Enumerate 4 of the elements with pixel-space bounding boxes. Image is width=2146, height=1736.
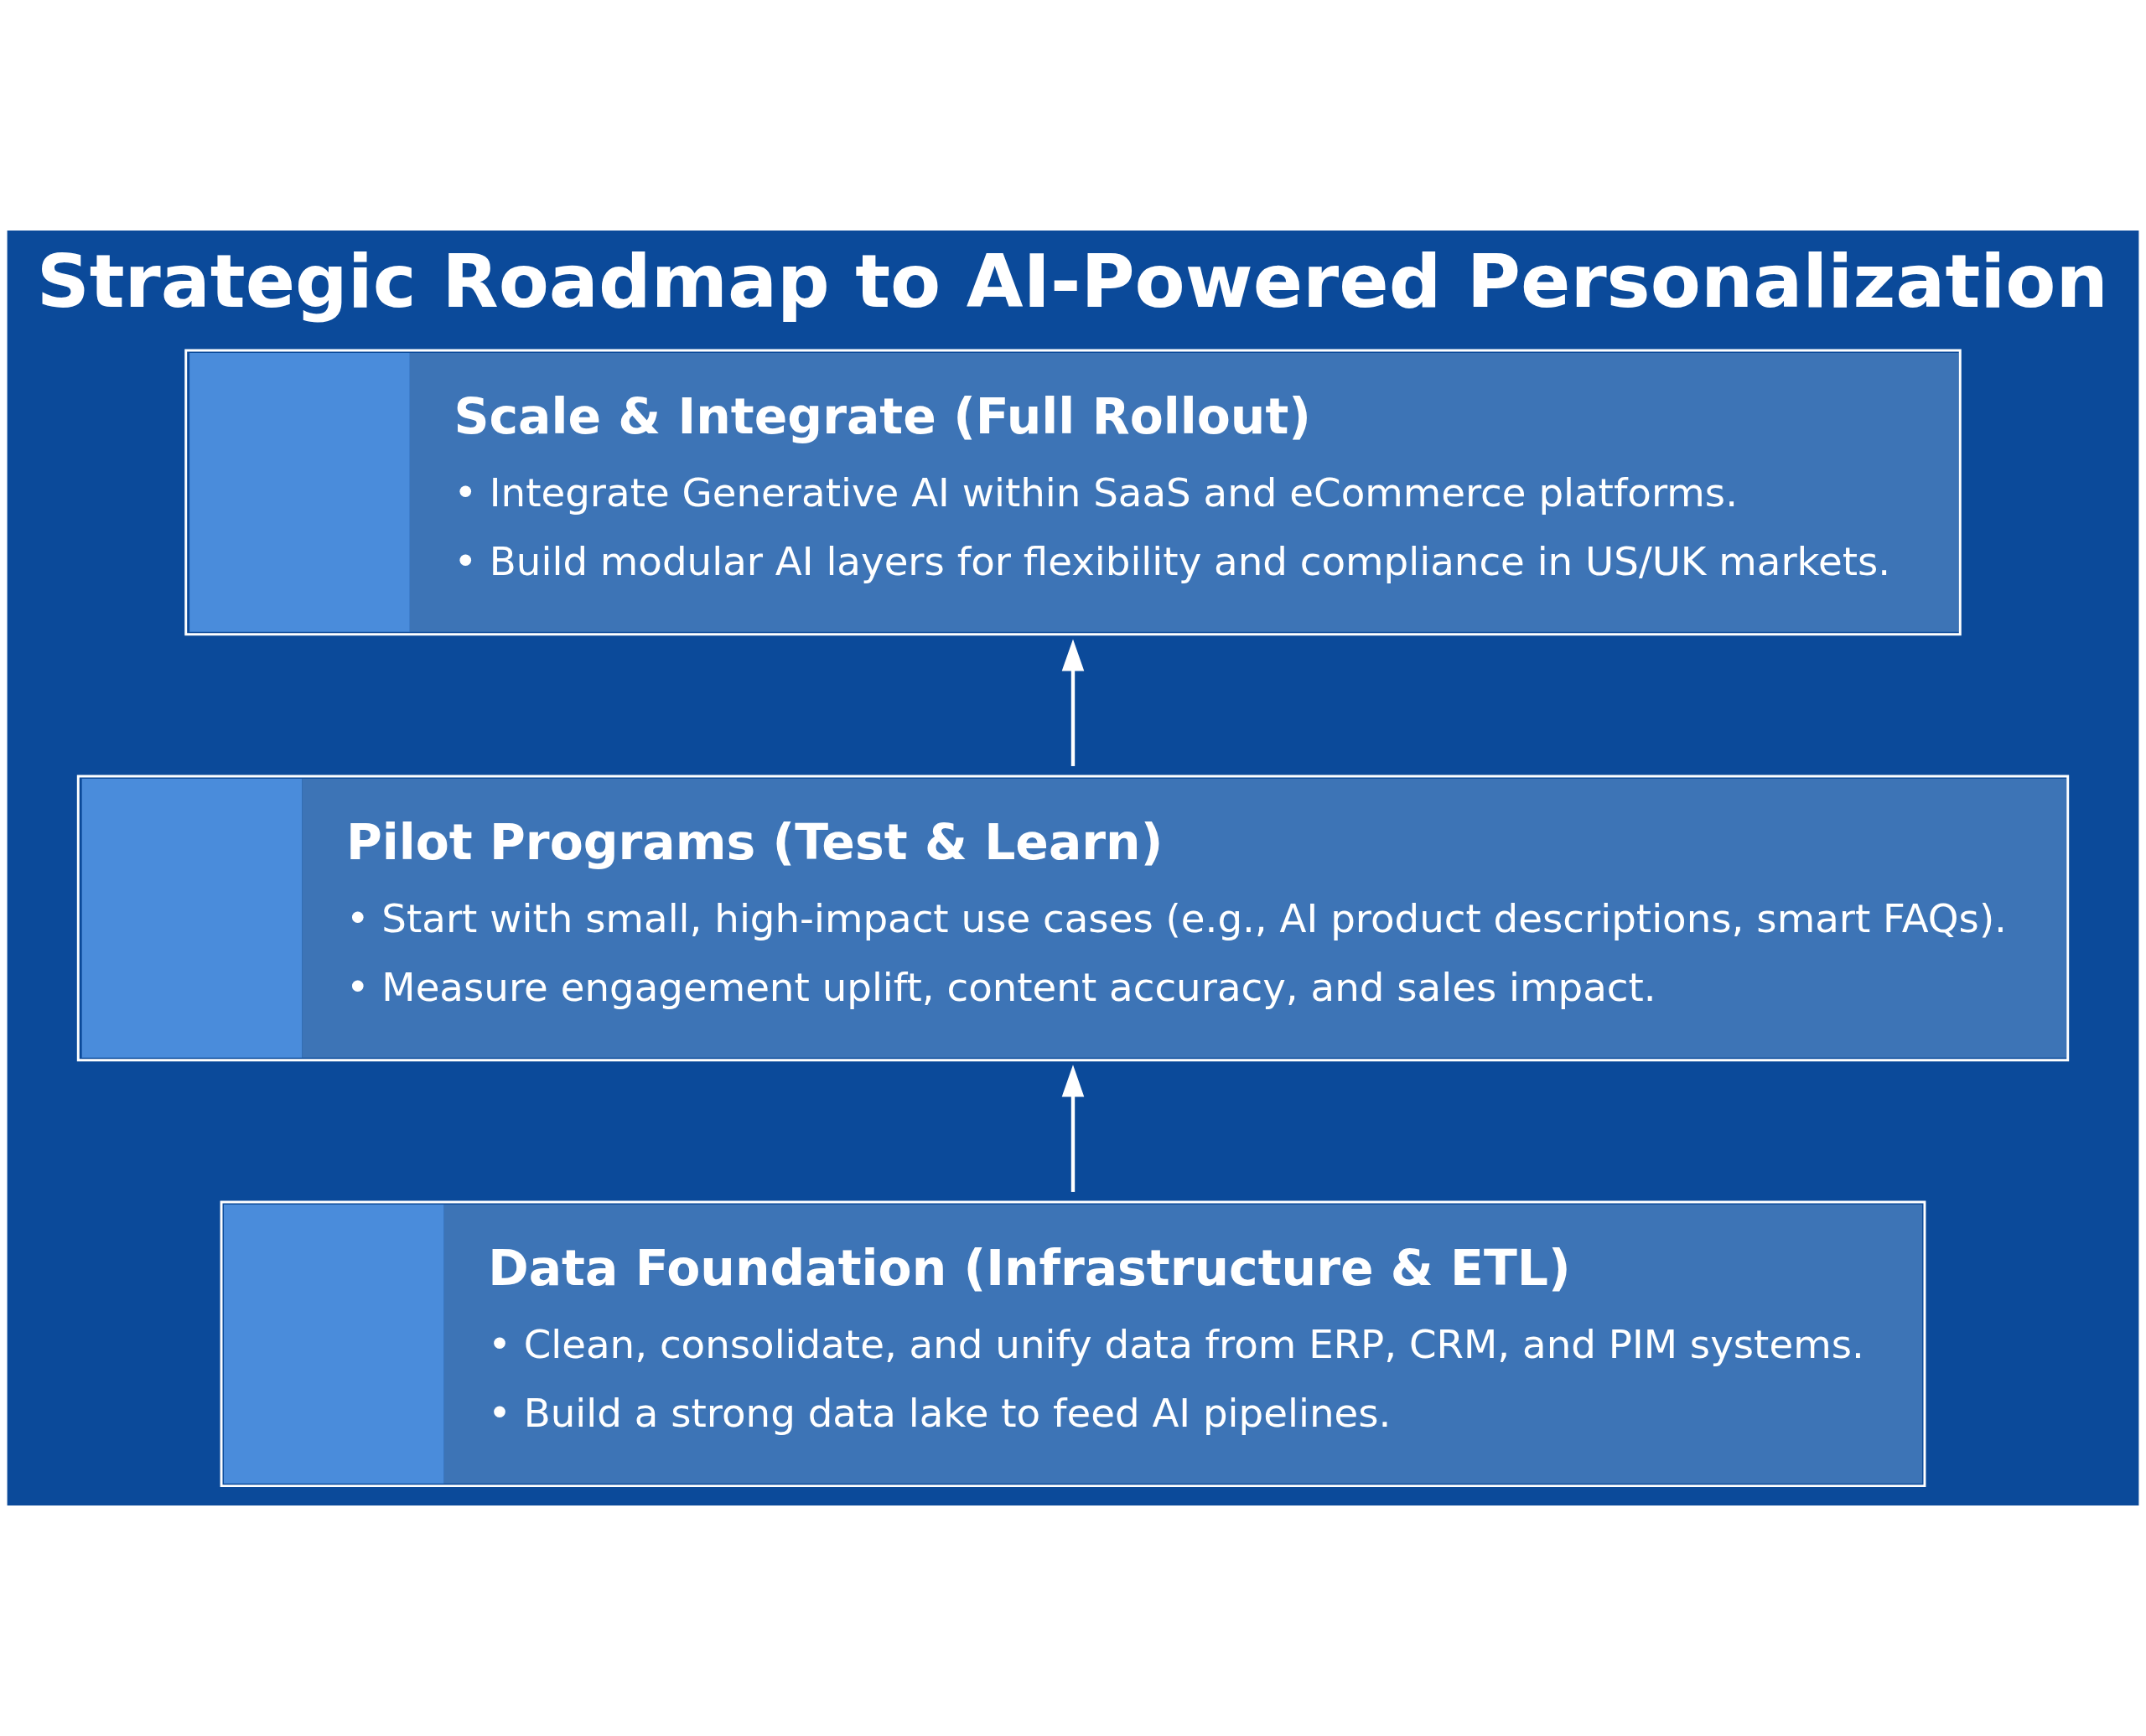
arrow	[1061, 1065, 1085, 1192]
arrow	[1061, 639, 1085, 766]
diagram-title: Strategic Roadmap to AI-Powered Personalization	[36, 238, 2108, 324]
node-box: Data Foundation (Infrastructure & ETL) • Clean, consolidate, and unify data from ERP, CRM, and PIM systems. • Build a strong data lake to feed AI pipelines.	[220, 1200, 1926, 1488]
